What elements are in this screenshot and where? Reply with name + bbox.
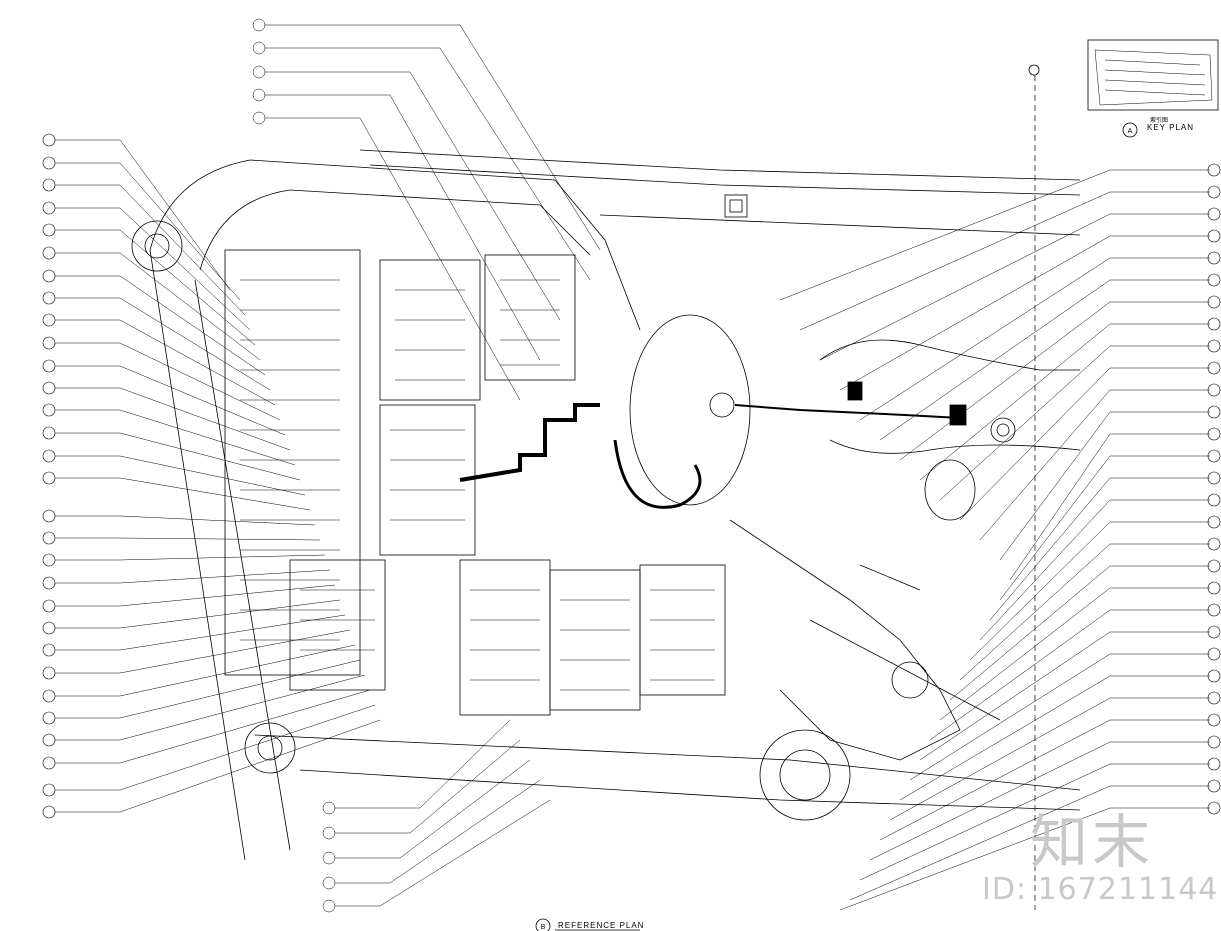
callouts-right [779, 169, 1210, 911]
key-plan-cn-label: 索引图 [1150, 118, 1169, 124]
south-road-inner [299, 769, 1081, 811]
roundabout-nw-inner [144, 233, 170, 259]
block-e [459, 559, 551, 716]
north-road-2 [369, 164, 1081, 196]
north-marker [1028, 64, 1040, 76]
roundabout-sw [244, 722, 296, 774]
perimeter-road-inner [199, 189, 591, 271]
key-plan-marker-label: A [1128, 128, 1133, 135]
fountain-center [709, 392, 735, 418]
block-h [289, 559, 386, 691]
lake-edge [819, 339, 1080, 371]
ref-plan-marker [535, 918, 551, 931]
reference-plan-title: REFERENCE PLAN [558, 921, 645, 930]
se-plaza [729, 519, 961, 761]
callouts-top [252, 18, 601, 401]
watermark-id: ID: 167211144 [982, 872, 1219, 907]
roundabout-nw [131, 220, 183, 272]
callouts-bottom [322, 719, 551, 913]
roundabout-se [779, 749, 831, 801]
spiral-stair [613, 439, 702, 509]
fountain-east-inner [996, 423, 1010, 437]
east-walkway [734, 404, 961, 419]
callouts-left [55, 139, 381, 813]
lake-edge-2 [829, 439, 1081, 454]
block-d [379, 404, 476, 556]
block-c [484, 254, 576, 381]
north-road [359, 149, 1081, 181]
block-hatching [240, 279, 715, 691]
north-road-3 [599, 214, 1081, 236]
boardwalk [459, 403, 600, 482]
pavilion-1 [847, 381, 863, 401]
se-diagonal-2 [859, 564, 921, 591]
roundabout-sw-inner [257, 735, 283, 761]
pavilion-2 [949, 404, 967, 426]
key-plan-frame [1087, 39, 1219, 111]
se-pavilion [891, 661, 929, 699]
perimeter-road-left [149, 249, 246, 861]
block-f [549, 569, 641, 711]
lawn-east [924, 459, 976, 521]
perimeter-road [149, 159, 641, 331]
block-a [224, 249, 361, 676]
perimeter-road-left-inner [194, 279, 291, 851]
callout-markers-right [1207, 163, 1221, 815]
gate-box-inner [729, 199, 743, 213]
watermark-brand: 知末 [1030, 808, 1155, 876]
ref-plan-marker-label: B [541, 924, 546, 931]
key-plan-sketch [1094, 49, 1213, 106]
se-diagonal [809, 619, 1001, 721]
block-b [379, 259, 481, 401]
key-plan-marker [1122, 122, 1138, 138]
block-g [639, 564, 726, 696]
south-road [254, 734, 1081, 791]
gate-box [724, 194, 748, 218]
roundabout-se-2 [759, 729, 851, 821]
central-plaza [629, 314, 751, 506]
key-plan-title: KEY PLAN [1147, 123, 1194, 132]
fountain-east [990, 417, 1016, 443]
callout-markers-left [42, 133, 56, 819]
